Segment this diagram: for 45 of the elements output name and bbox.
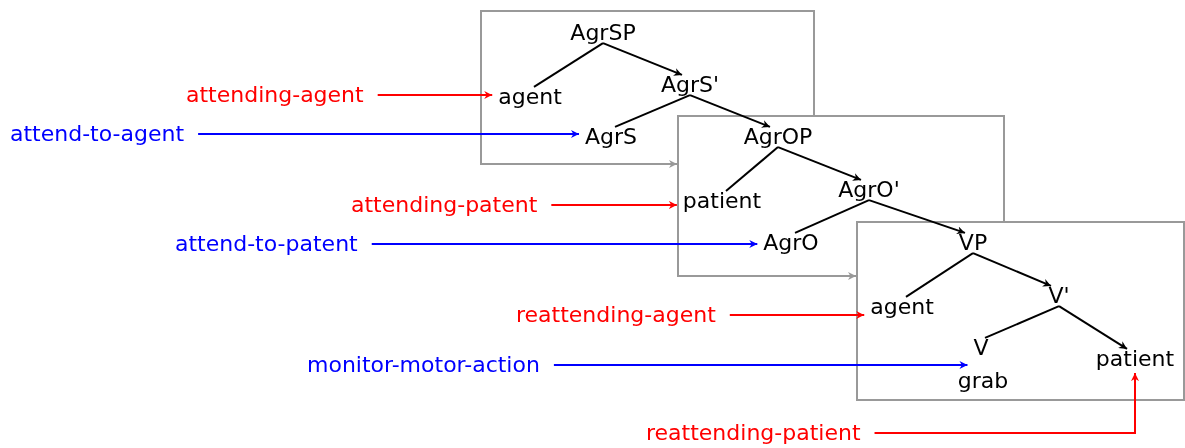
- tree-node-label: AgrS': [660, 72, 720, 98]
- process-label: attending-patent: [351, 192, 538, 218]
- tree-node-label: agent: [498, 84, 562, 110]
- tree-node-label: VP: [958, 230, 988, 256]
- tree-branch: [905, 252, 974, 298]
- tree-node-label: grab: [957, 368, 1009, 394]
- tree-branch: [794, 199, 870, 234]
- tree-node-label: agent: [870, 294, 934, 320]
- tree-node-label: patient: [682, 188, 762, 214]
- process-label: attend-to-patent: [175, 231, 358, 257]
- tree-node-label: AgrO': [838, 177, 900, 203]
- arrow: [777, 146, 862, 181]
- frame-box: [677, 115, 1005, 277]
- process-label: reattending-agent: [516, 302, 716, 328]
- frame-box: [480, 10, 815, 165]
- arrow: [197, 130, 580, 138]
- arrow: [602, 42, 683, 76]
- tree-node-label: AgrOP: [743, 124, 813, 150]
- arrow: [795, 272, 857, 280]
- tree-node-label: AgrS: [585, 124, 637, 150]
- tree-node-label: AgrO: [763, 230, 819, 256]
- arrow: [370, 240, 759, 248]
- tree-branch: [984, 305, 1060, 339]
- tree-node-label: V': [1048, 283, 1070, 309]
- arrow: [728, 311, 866, 319]
- tree-branch: [725, 146, 779, 192]
- process-label: attend-to-agent: [10, 121, 185, 147]
- tree-node-label: V: [973, 335, 989, 361]
- tree-node-label: AgrSP: [570, 20, 636, 46]
- arrow: [689, 94, 771, 128]
- arrow: [552, 361, 969, 369]
- process-label: reattending-patient: [646, 420, 861, 446]
- arrow: [550, 201, 678, 209]
- arrow: [376, 91, 494, 99]
- arrow: [616, 160, 678, 168]
- tree-node-label: patient: [1095, 346, 1175, 372]
- tree-branch: [533, 42, 604, 88]
- arrow: [868, 199, 966, 235]
- process-label: monitor-motor-action: [307, 352, 540, 378]
- tree-branch: [614, 94, 691, 128]
- arrow: [972, 252, 1052, 287]
- arrow: [873, 372, 1139, 434]
- arrow: [1058, 305, 1128, 350]
- process-label: attending-agent: [186, 82, 364, 108]
- frame-box: [856, 221, 1185, 401]
